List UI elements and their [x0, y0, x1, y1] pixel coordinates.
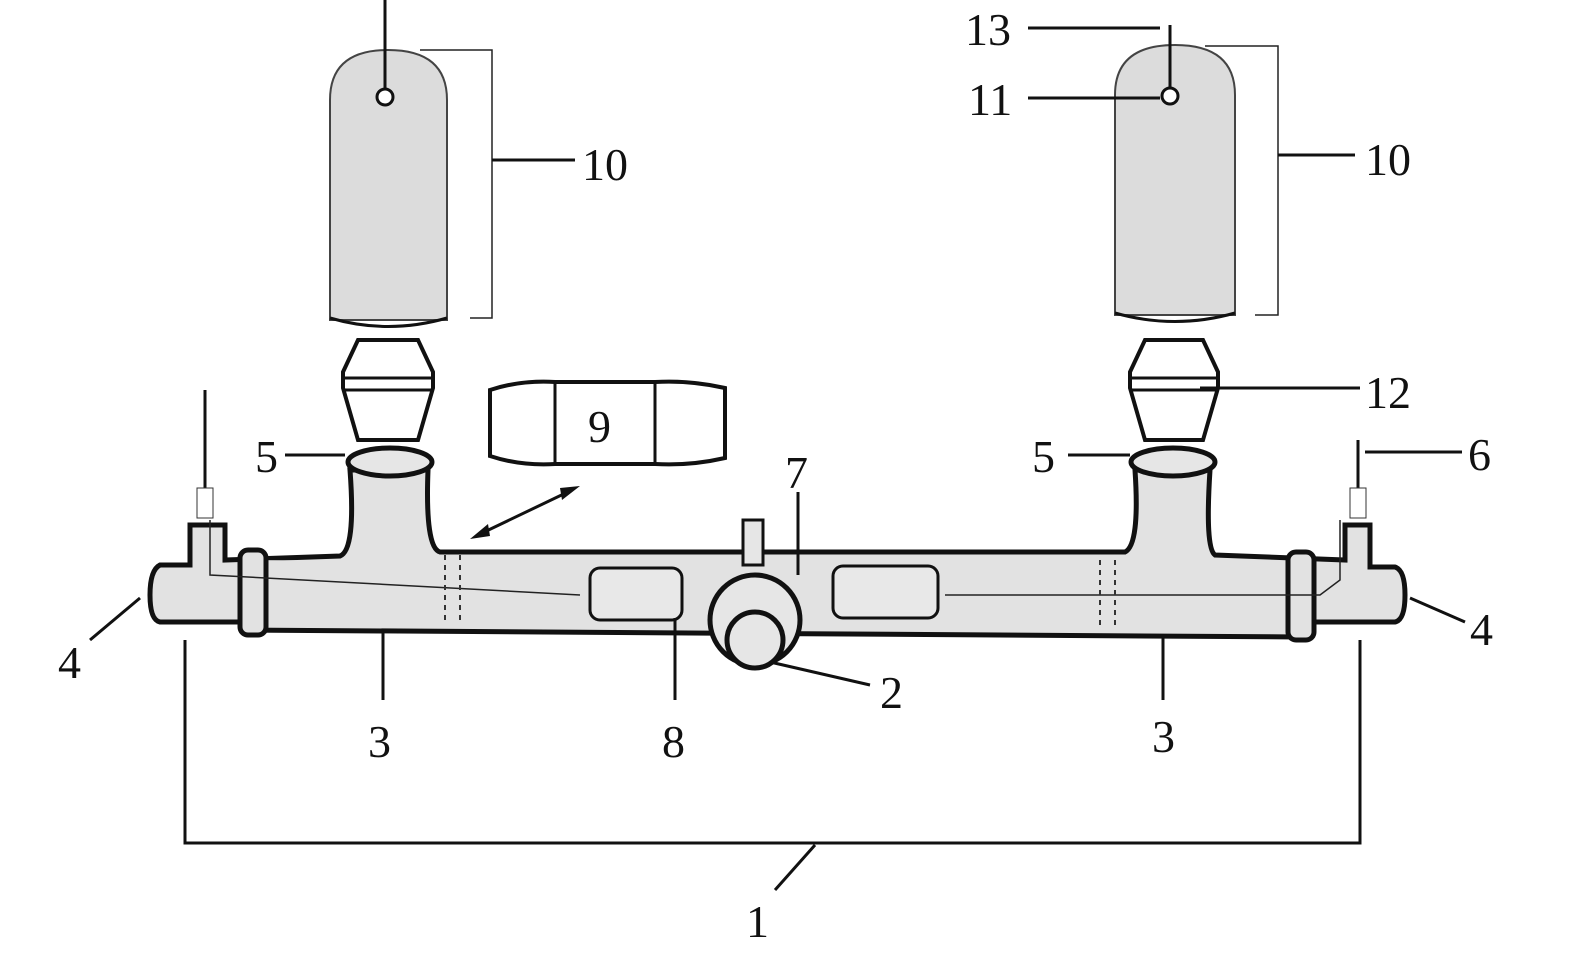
right-cone — [1128, 338, 1220, 442]
label-5-right: 5 — [1032, 431, 1055, 482]
component-9 — [488, 379, 727, 467]
label-11: 11 — [968, 74, 1012, 125]
bracket-1 — [183, 640, 1362, 845]
leader-lines — [89, 26, 1466, 891]
left-cone — [341, 338, 435, 442]
main-tube — [147, 390, 1408, 671]
label-4-left: 4 — [58, 637, 81, 688]
label-2: 2 — [880, 667, 903, 718]
label-3-right: 3 — [1152, 711, 1175, 762]
right-cylinder — [1114, 25, 1279, 323]
label-1: 1 — [746, 896, 769, 947]
label-7: 7 — [785, 447, 808, 498]
left-cylinder — [329, 0, 493, 328]
label-5-left: 5 — [255, 431, 278, 482]
label-4-right: 4 — [1470, 604, 1493, 655]
label-13: 13 — [965, 4, 1011, 55]
label-6: 6 — [1468, 429, 1491, 480]
label-12: 12 — [1365, 367, 1411, 418]
label-10-left: 10 — [582, 139, 628, 190]
double-arrow — [470, 486, 580, 539]
label-9: 9 — [588, 401, 611, 452]
label-3-left: 3 — [368, 716, 391, 767]
label-8: 8 — [662, 716, 685, 767]
label-10-right: 10 — [1365, 134, 1411, 185]
